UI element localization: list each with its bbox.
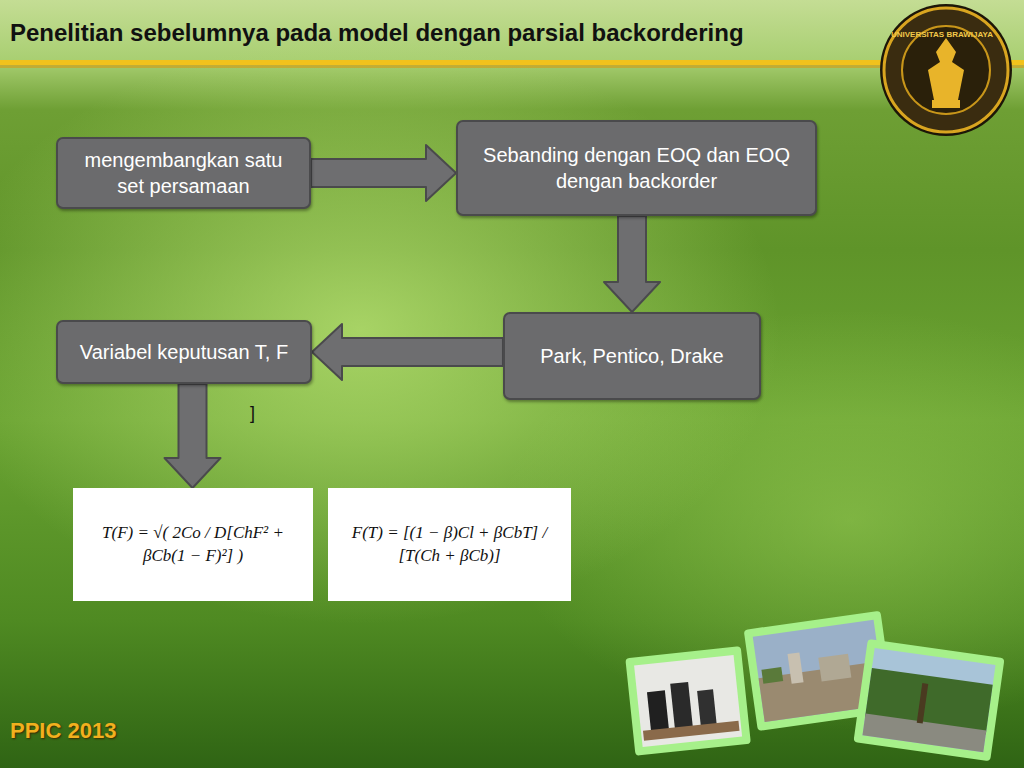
block-arrow [604,216,660,312]
photo-person [647,690,669,732]
title-underline-shadow [0,65,1024,68]
formula-text: F(T) = [(1 − β)Cl + βCbT] / [T(Ch + βCb)… [340,522,559,568]
photo-frame [853,639,1004,761]
process-box: Sebanding dengan EOQ dan EOQ dengan back… [456,120,817,216]
logo-ring [880,4,1012,136]
logo-figure [928,38,964,100]
process-box: Park, Pentico, Drake [503,312,761,400]
university-logo [880,4,1012,136]
logo-disc [884,8,1008,132]
block-arrow [165,384,221,488]
formula-box: T(F) = √( 2Co / D[ChF² + βCb(1 − F)²] ) [73,488,313,601]
block-arrow [311,145,456,201]
logo-base [932,100,960,108]
frame-border [625,646,751,756]
photo-tower [787,652,803,683]
photo-palm [917,683,929,723]
photo-frame [625,646,751,756]
photo-building [818,654,851,682]
process-box: Variabel keputusan T, F [56,320,312,384]
process-box: mengembangkan satu set persamaan [56,137,311,209]
slide-title: Penelitian sebelumnya pada model dengan … [10,19,744,47]
logo-text: UNIVERSITAS BRAWIJAYA [891,30,993,39]
title-underline [0,60,1024,65]
photo-office [634,655,742,747]
footer-text: PPIC 2013 [10,718,116,744]
frame-border [853,639,1004,761]
photo-person [697,689,717,726]
block-arrow [312,324,503,380]
photo-trees [761,667,783,684]
formula-box: F(T) = [(1 − β)Cl + βCbT] / [T(Ch + βCb)… [328,488,571,601]
stray-mark: ] [250,403,255,424]
box-label: mengembangkan satu set persamaan [72,147,295,199]
formula-text: T(F) = √( 2Co / D[ChF² + βCb(1 − F)²] ) [85,522,301,568]
box-label: Park, Pentico, Drake [540,343,723,369]
logo-inner [902,26,990,114]
photo-desk [643,721,740,741]
photo-road [862,713,986,752]
photo-campus [862,648,995,752]
box-label: Variabel keputusan T, F [80,339,288,365]
box-label: Sebanding dengan EOQ dan EOQ dengan back… [472,142,801,194]
photo-person [670,682,693,730]
photo-collage [625,611,1004,761]
